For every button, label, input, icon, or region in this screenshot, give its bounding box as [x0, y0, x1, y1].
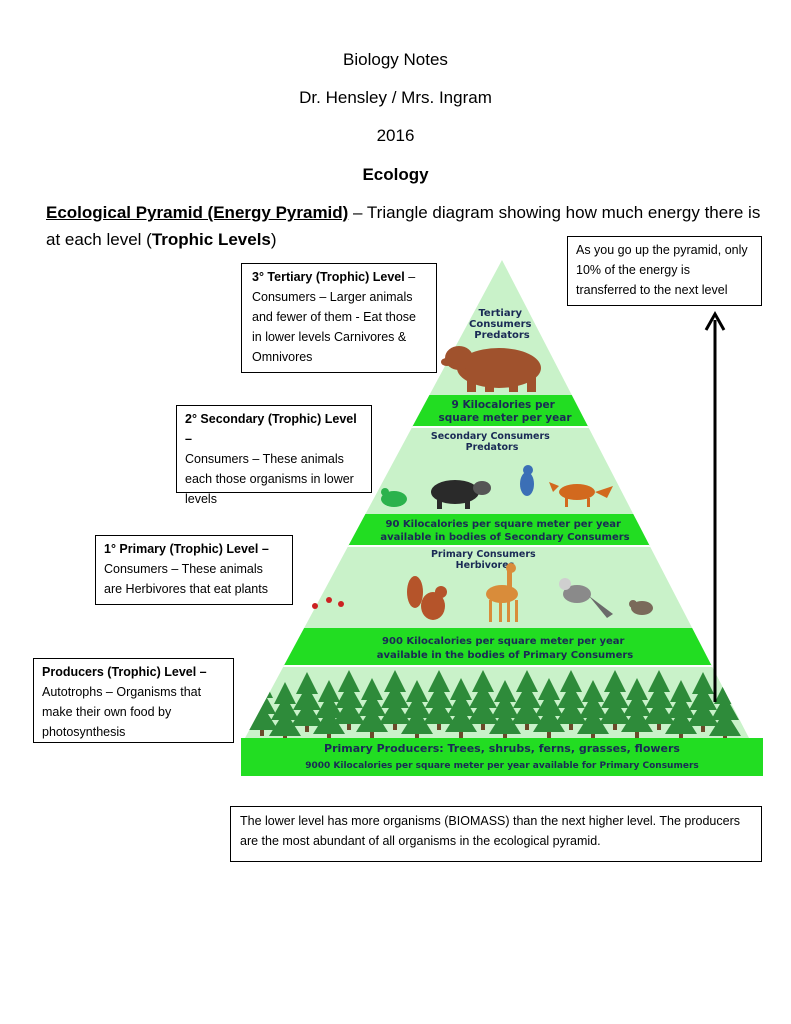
secondary-title-line: Secondary Consumers [431, 431, 550, 442]
primary-title-line: Primary Consumers [431, 549, 536, 560]
secondary-energy-line: 90 Kilocalories per square meter per yea… [386, 519, 622, 530]
biomass-note: The lower level has more organisms (BIOM… [230, 806, 762, 862]
tertiary-energy-line: 9 Kilocalories per [452, 399, 556, 411]
intro-text-a: – Triangle diagram showing how much ener… [46, 203, 761, 249]
producers-band [241, 738, 763, 776]
primary-title-line: Herbivores [456, 560, 515, 571]
energy-transfer-note: As you go up the pyramid, only 10% of th… [567, 236, 762, 306]
document-authors: Dr. Hensley / Mrs. Ingram [299, 88, 492, 107]
tertiary-level-box: 3° Tertiary (Trophic) Level – Consumers … [241, 263, 437, 373]
producers-title: Primary Producers: Trees, shrubs, ferns,… [324, 742, 680, 755]
intro-term-trophic: Trophic Levels [151, 230, 271, 249]
secondary-title-line: Predators [466, 442, 519, 453]
gray-jay-icon [559, 578, 613, 618]
primary-level-box: 1° Primary (Trophic) Level – Consumers – … [95, 535, 293, 605]
svg-text:Secondary Consumers Predat: Secondary Consumers Predators [431, 431, 553, 453]
bear-icon [441, 346, 541, 392]
secondary-energy-line: available in bodies of Secondary Consume… [380, 532, 629, 543]
primary-energy-line: available in the bodies of Primary Consu… [377, 650, 634, 661]
secondary-level-heading: 2° Secondary (Trophic) Level – [185, 412, 357, 446]
fox-icon [549, 482, 613, 507]
document-year: 2016 [376, 126, 415, 145]
tertiary-energy-line: square meter per year [438, 412, 572, 424]
secondary-level-body: Consumers – These animals each those org… [185, 452, 354, 506]
blue-jay-icon [520, 465, 534, 496]
tertiary-level-heading: 3° Tertiary (Trophic) Level [252, 270, 405, 284]
deer-icon [486, 563, 518, 622]
tertiary-title-line: Consumers [469, 319, 532, 330]
producers-level-box: Producers (Trophic) Level – Autotrophs – … [33, 658, 234, 743]
document-topic: Ecology [362, 165, 429, 184]
frog-icon [381, 488, 407, 507]
svg-text:Primary Consumers Herbivor: Primary Consumers Herbivores [431, 549, 539, 571]
primary-energy-line: 900 Kilocalories per square meter per ye… [382, 636, 624, 647]
producers-level-heading: Producers (Trophic) Level – [42, 665, 207, 679]
producers-level-body: Autotrophs – Organisms that make their o… [42, 685, 202, 739]
tertiary-title-line: Predators [474, 330, 530, 341]
energy-pyramid: Tertiary Consumers Predators 9 Kilocalor… [241, 260, 763, 776]
energy-up-arrow [704, 310, 726, 702]
mouse-icon [629, 600, 653, 615]
secondary-level-box: 2° Secondary (Trophic) Level – Consumers … [176, 405, 372, 506]
svg-text:9 Kilocalories per square: 9 Kilocalories per square meter per year [438, 399, 572, 424]
primary-energy-band [245, 628, 749, 666]
svg-text:Tertiary Consumers Pre: Tertiary Consumers Predators [469, 308, 535, 341]
intro-paragraph: Ecological Pyramid (Energy Pyramid) – Tr… [46, 199, 766, 253]
raccoon-icon [431, 480, 491, 509]
squirrel-icon [407, 576, 447, 620]
document-title: Biology Notes [343, 50, 448, 69]
intro-term: Ecological Pyramid (Energy Pyramid) [46, 203, 349, 222]
producers-energy: 9000 Kilocalories per square meter per y… [305, 761, 699, 771]
intro-text-b: ) [270, 230, 277, 249]
pyramid-body [245, 260, 749, 738]
svg-text:90 Kilocalories per square met: 90 Kilocalories per square meter per yea… [380, 519, 629, 543]
insects-icon [312, 597, 344, 609]
svg-text:900 Kilocalories per square me: 900 Kilocalories per square meter per ye… [377, 636, 634, 661]
primary-level-heading: 1° Primary (Trophic) Level – [104, 542, 269, 556]
primary-level-body: Consumers – These animals are Herbivores… [104, 562, 268, 596]
tertiary-level-body: – Consumers – Larger animals and fewer o… [252, 270, 416, 364]
tertiary-title-line: Tertiary [478, 308, 522, 319]
